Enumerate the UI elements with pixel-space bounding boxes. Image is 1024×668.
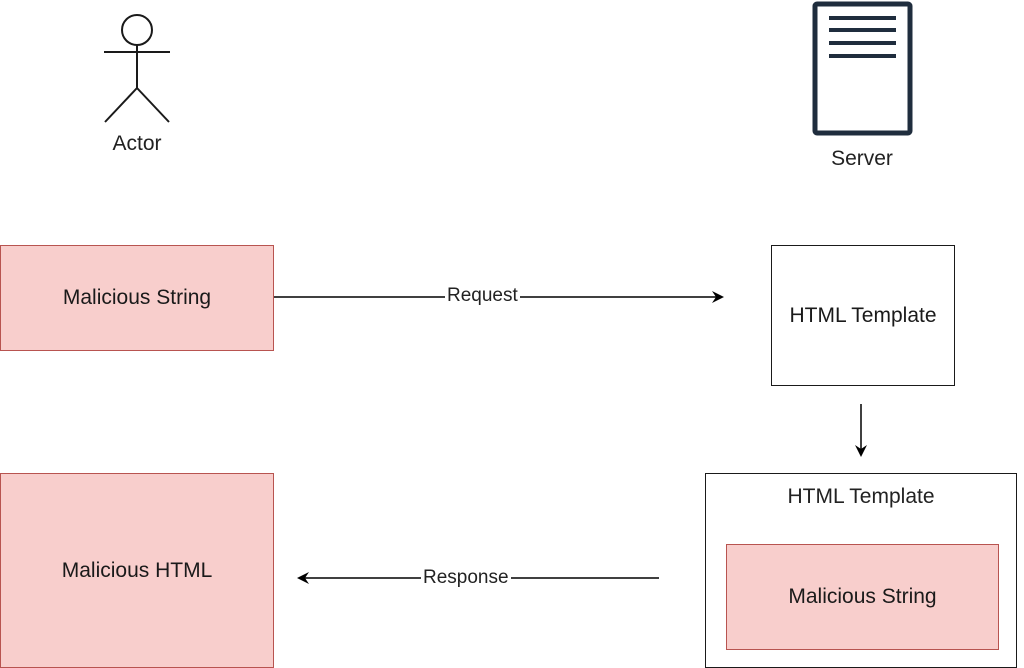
malicious-string-inner-node: Malicious String [726,544,999,650]
html-template-container-title: HTML Template [787,485,935,508]
actor-icon [104,14,170,123]
actor-label: Actor [112,132,162,155]
server-icon [812,1,913,136]
malicious-html-node-label: Malicious HTML [61,558,213,582]
malicious-string-inner-label: Malicious String [788,585,937,608]
request-label: Request [445,285,520,307]
malicious-string-node-label: Malicious String [62,286,212,309]
malicious-string-node: Malicious String [0,245,274,351]
html-template-node: HTML Template [771,245,955,386]
malicious-html-node: Malicious HTML [0,473,274,668]
server-label: Server [831,147,893,170]
response-label: Response [421,567,511,589]
html-template-node-label: HTML Template [789,304,937,327]
